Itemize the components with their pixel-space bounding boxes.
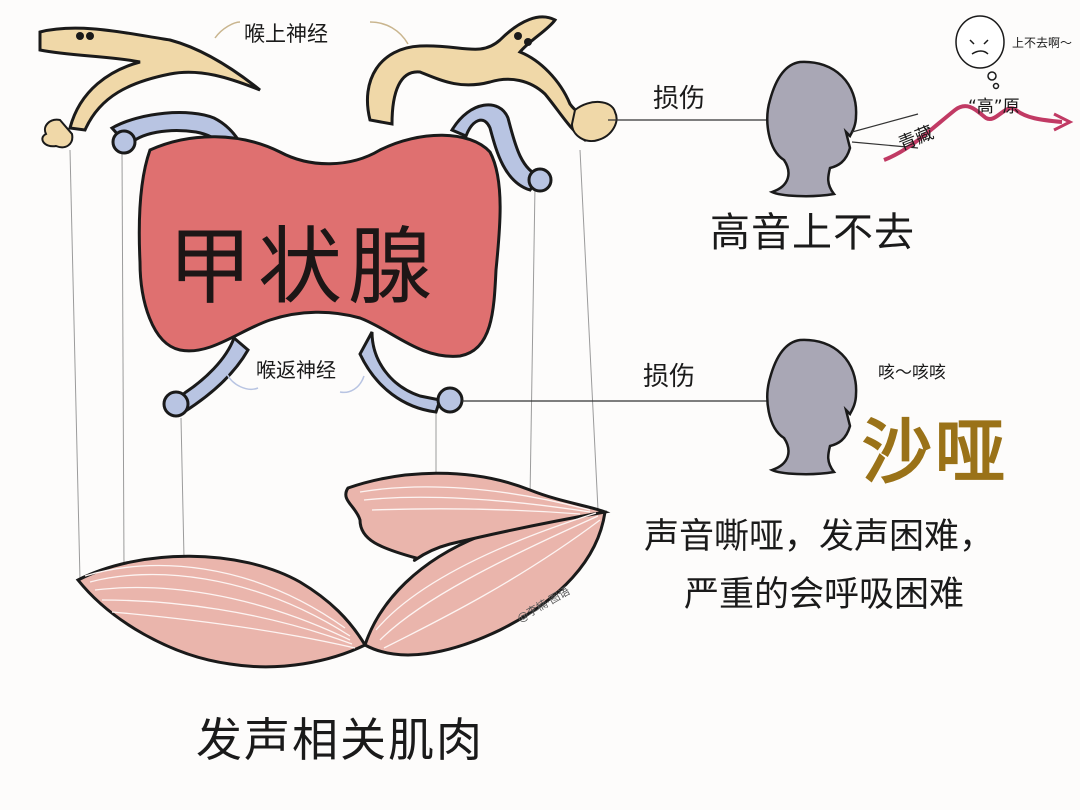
nerve-arrows — [214, 21, 409, 45]
thyroid-label: 甲状腺 — [168, 218, 439, 316]
thought-bubble-text: 上不去啊～ — [1012, 36, 1073, 50]
hoarse-label: 沙哑 — [862, 411, 1008, 493]
damage-label-top: 损伤 — [653, 84, 706, 114]
vocal-muscles — [75, 471, 611, 669]
symptom-line-2: 严重的会呼吸困难 — [684, 575, 965, 615]
recurrent-laryngeal-nerve-label: 喉返神经 — [256, 358, 336, 382]
high-note-symptom: 高音上不去 — [710, 210, 915, 256]
superior-laryngeal-nerve-left — [38, 26, 261, 149]
worried-face-icon — [955, 15, 1005, 90]
head-icon-top — [766, 60, 858, 198]
head-icon-bottom — [766, 338, 858, 476]
connector-lines — [69, 149, 599, 581]
superior-laryngeal-nerve-right — [365, 15, 618, 142]
pitch-wave — [883, 104, 1063, 162]
symptom-line-1: 声音嘶哑，发声困难， — [644, 517, 995, 557]
damage-label-bottom: 损伤 — [643, 362, 696, 392]
vocal-muscles-label: 发声相关肌肉 — [196, 713, 484, 767]
song-lyric-part2: “高”原 — [968, 97, 1020, 117]
recurrent-arrows — [225, 371, 365, 394]
superior-laryngeal-nerve-label: 喉上神经 — [244, 22, 328, 46]
thyroid-gland — [137, 133, 502, 358]
pitch-arrowhead — [1053, 112, 1074, 132]
cough-label: 咳～咳咳 — [878, 363, 946, 383]
